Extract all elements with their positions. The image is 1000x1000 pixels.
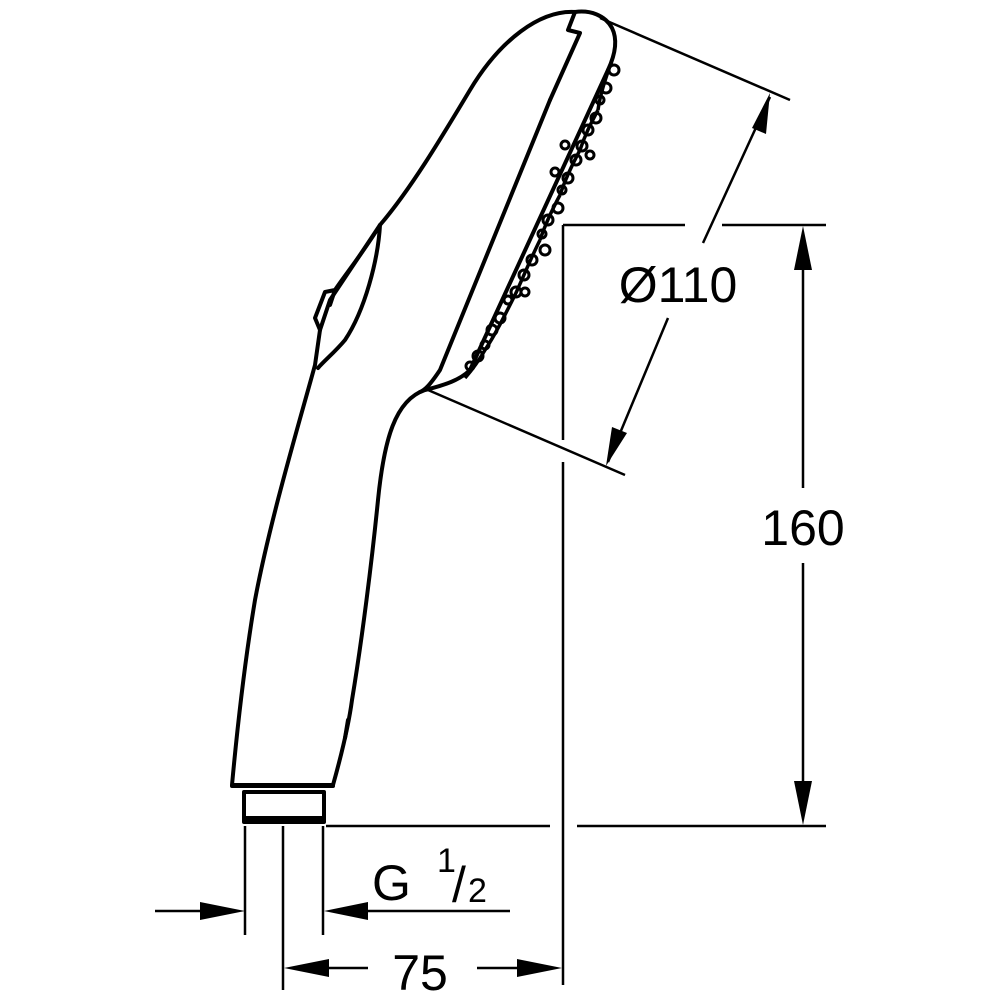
height-dimension: 160	[761, 226, 845, 825]
width-label: 75	[392, 945, 448, 1000]
thread-band	[246, 816, 322, 823]
thread-dimension: G 1 / 2	[155, 826, 510, 935]
thread-denominator: 2	[468, 872, 487, 910]
thread-numerator: 1	[437, 842, 456, 880]
diameter-label: Ø110	[619, 257, 738, 313]
nozzle-dots	[464, 63, 621, 372]
hand-shower-outline	[230, 9, 621, 824]
extension-lines	[326, 223, 826, 985]
height-label: 160	[761, 500, 844, 556]
thread-slash: /	[452, 857, 466, 913]
diameter-dimension: Ø110	[427, 16, 791, 477]
thread-letter: G	[372, 855, 411, 911]
width-dimension: 75	[281, 826, 562, 1000]
